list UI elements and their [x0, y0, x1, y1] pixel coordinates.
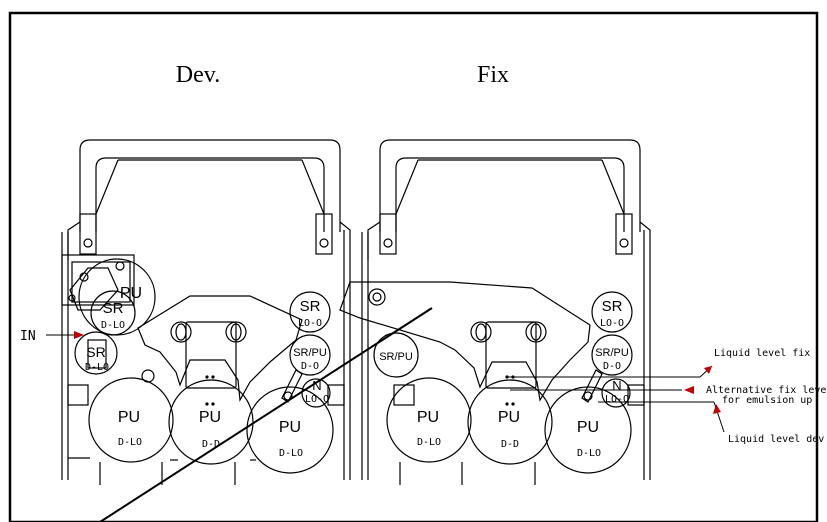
- dev-sr-top-roller: [90, 290, 136, 336]
- fix-srpu-left-roller: [373, 332, 419, 378]
- dev-pu-left-label: PU: [118, 409, 140, 426]
- dev-dots: [205, 375, 215, 406]
- dev-pu-left-roller: [88, 377, 174, 463]
- dev-handle: [79, 139, 341, 232]
- dev-srpu-right-label: SR/PU: [293, 347, 327, 359]
- liquid-level-lines: [508, 365, 725, 433]
- fix-title: Fix: [477, 62, 509, 88]
- dev-sr-right-roller: [289, 291, 331, 333]
- fix-sr-right-code: LO-O: [600, 318, 624, 329]
- fix-pu-right-label: PU: [577, 419, 599, 436]
- fix-pu-right-roller: [544, 386, 632, 474]
- liquid-level-dev-label: Liquid level dev: [728, 434, 824, 445]
- dev-pu-right-label: PU: [279, 419, 301, 436]
- outer-frame: [8, 11, 819, 522]
- diagonal-strike-line: [99, 307, 433, 522]
- fix-level-arrow-head: [704, 366, 712, 374]
- dev-level-arrow-head: [713, 404, 721, 414]
- dev-crossover-plate: [137, 295, 303, 402]
- fix-sr-right-label: SR: [602, 298, 623, 315]
- fix-n-label: N: [612, 378, 621, 393]
- dev-srpu-right-roller: [289, 334, 331, 376]
- fix-n-code: LO-O: [605, 394, 629, 405]
- dev-pu-mid-roller: [168, 379, 254, 465]
- fix-pu-mid-label: PU: [498, 409, 520, 426]
- dev-pu-right-roller: [246, 386, 334, 474]
- fix-srpu-right-roller: [591, 334, 633, 376]
- fix-srpu-left-label: SR/PU: [379, 351, 413, 363]
- alt-level-arrow-head: [684, 386, 694, 394]
- dev-n-label: N: [312, 378, 321, 393]
- fix-pu-right-code: D-LO: [577, 448, 601, 459]
- dev-pu-right-code: D-LO: [279, 448, 303, 459]
- fix-srpu-right-code: D-O: [603, 361, 621, 372]
- fix-pu-left-roller: [386, 377, 472, 463]
- dev-sr-small-code: D-LO: [85, 362, 109, 373]
- dev-pu-left-code: D-LO: [118, 437, 142, 448]
- in-label: IN: [20, 329, 36, 344]
- dev-pu-mid-label: PU: [199, 409, 221, 426]
- dev-tank: [61, 139, 351, 485]
- dev-sr-top-code: D-LO: [101, 320, 125, 331]
- fix-pu-mid-roller: [467, 379, 553, 465]
- dev-sr-small-label: SR: [86, 344, 105, 360]
- dev-pu-top-label: PU: [120, 285, 142, 302]
- alt-fix-level-label-2: for emulsion up: [722, 395, 812, 406]
- fix-pu-mid-code: D-D: [501, 439, 519, 450]
- fix-n-roller: [601, 378, 631, 408]
- in-arrow-head: [74, 331, 84, 339]
- dev-sr-top-label: SR: [103, 300, 124, 317]
- dev-sr-small-roller: [74, 331, 118, 375]
- fix-sr-right-roller: [591, 291, 633, 333]
- liquid-level-fix-label: Liquid level fix: [714, 348, 810, 359]
- dev-sr-right-label: SR: [300, 298, 321, 315]
- fix-crossover-plate: [339, 281, 591, 402]
- fix-tank: [339, 139, 651, 485]
- alt-fix-level-label-1: Alternative fix level: [706, 385, 827, 396]
- dev-n-code: LO-O: [305, 394, 329, 405]
- fix-pu-left-label: PU: [417, 409, 439, 426]
- dev-srpu-right-code: D-O: [301, 361, 319, 372]
- dev-sr-right-code: LO-O: [298, 318, 322, 329]
- fix-srpu-right-label: SR/PU: [595, 347, 629, 359]
- fix-pu-left-code: D-LO: [417, 437, 441, 448]
- dev-title: Dev.: [176, 62, 220, 88]
- dev-pu-mid-code: D-D: [202, 439, 220, 450]
- fix-handle: [379, 139, 641, 232]
- dev-n-roller: [301, 378, 331, 408]
